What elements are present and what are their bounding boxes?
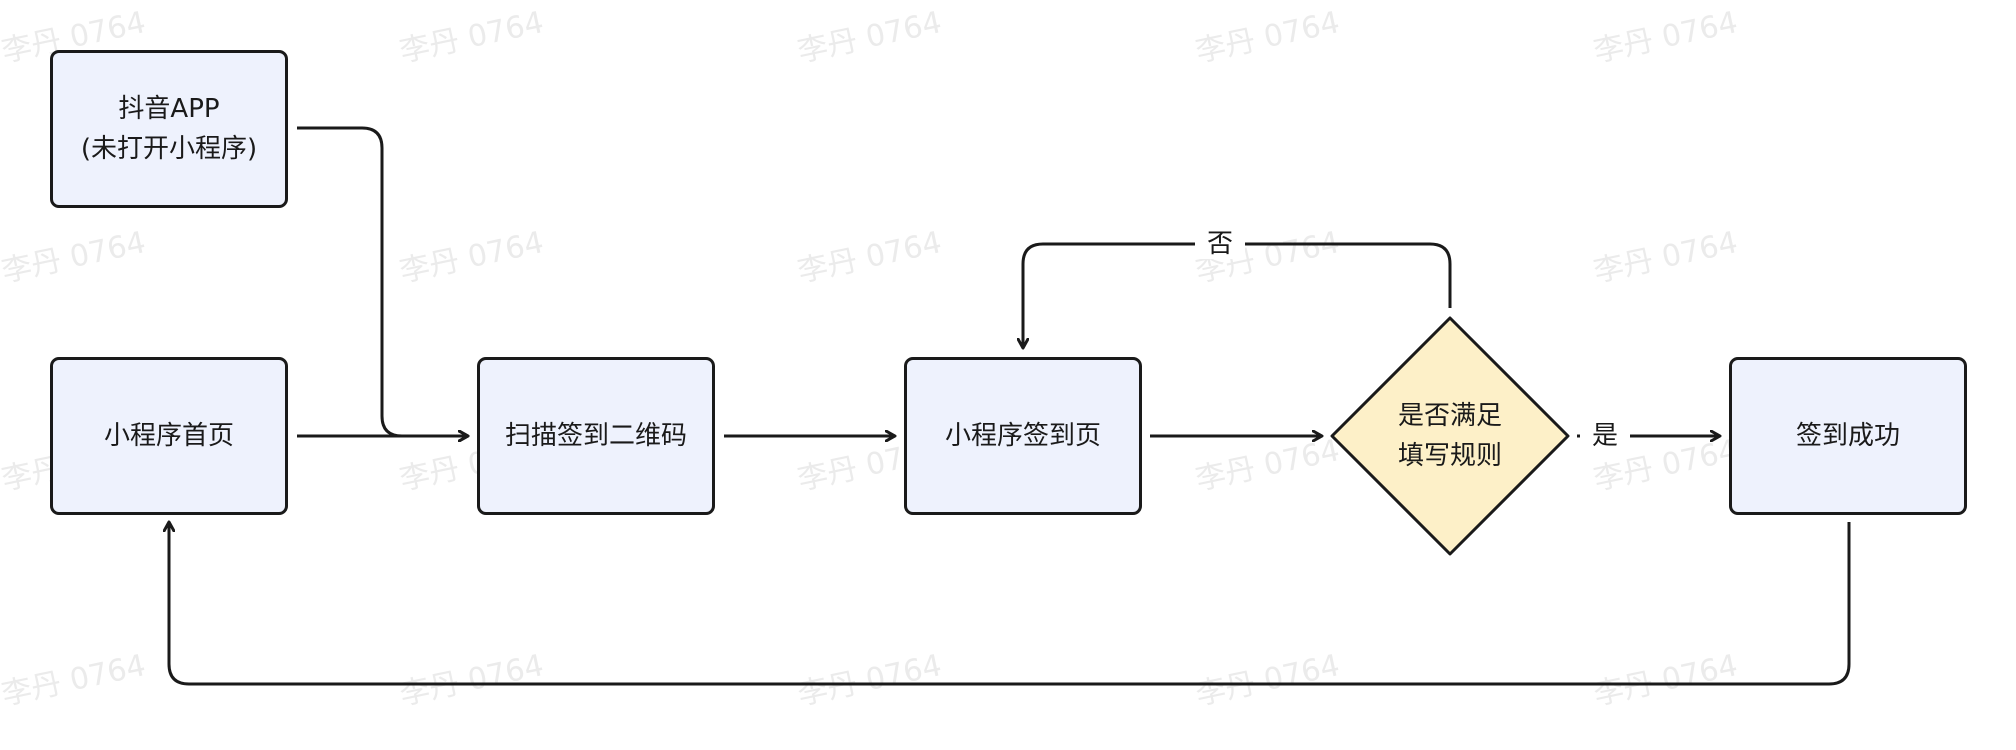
node-douyin-app-line1: 抖音APP <box>118 94 220 124</box>
node-scan-label: 扫描签到二维码 <box>504 421 687 451</box>
node-decision: 是否满足 填写规则 <box>1360 396 1540 476</box>
node-douyin-app-line2: (未打开小程序) <box>80 134 258 164</box>
edge-label-no: 否 <box>1195 229 1246 259</box>
node-checkin-page: 小程序签到页 <box>904 357 1142 515</box>
node-home: 小程序首页 <box>50 357 288 515</box>
node-scan: 扫描签到二维码 <box>477 357 715 515</box>
edge-label-yes: 是 <box>1580 421 1631 451</box>
edge-app-to-scan <box>297 126 468 436</box>
edge-decision-no-to-checkin <box>1023 242 1452 348</box>
node-douyin-app: 抖音APP (未打开小程序) <box>50 50 288 208</box>
node-checkin-page-label: 小程序签到页 <box>944 421 1101 451</box>
node-decision-line1: 是否满足 <box>1397 401 1502 431</box>
node-success: 签到成功 <box>1729 357 1967 515</box>
decision-diamond <box>1330 316 1570 556</box>
node-home-label: 小程序首页 <box>103 421 234 451</box>
node-decision-line2: 填写规则 <box>1397 441 1502 471</box>
edge-success-to-home <box>169 522 1851 686</box>
node-success-label: 签到成功 <box>1795 421 1900 451</box>
